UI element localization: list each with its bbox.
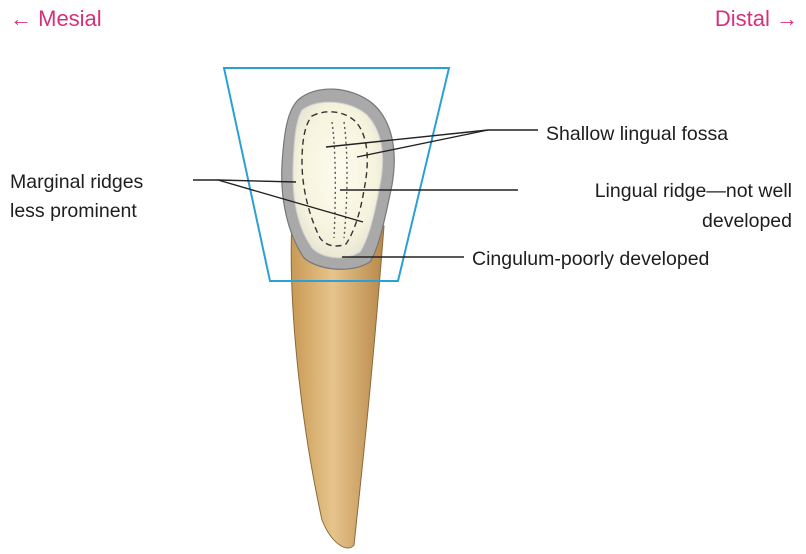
label-marginal-ridges-1: Marginal ridges <box>10 171 144 193</box>
label-lingual-ridge-1: Lingual ridge—not well <box>595 180 792 202</box>
label-lingual-ridge-2: developed <box>702 210 792 232</box>
label-marginal-ridges-2: less prominent <box>10 200 137 222</box>
label-cingulum: Cingulum-poorly developed <box>472 248 709 270</box>
label-shallow-lingual-fossa: Shallow lingual fossa <box>546 123 728 145</box>
